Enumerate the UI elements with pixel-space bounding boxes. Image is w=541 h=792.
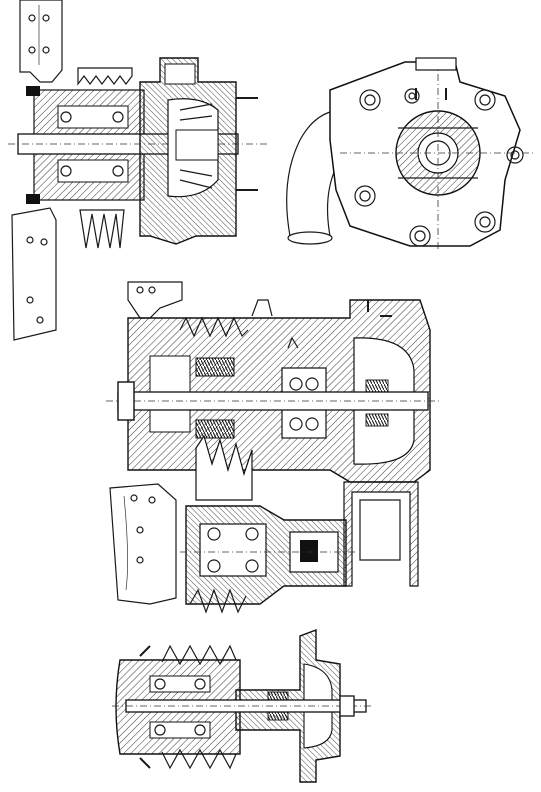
pump-small-section xyxy=(112,628,372,783)
upper-spring-seal xyxy=(195,357,235,377)
grease-fitting xyxy=(251,299,273,317)
lower-spring-seal xyxy=(195,419,235,439)
shaft-nut xyxy=(117,381,135,421)
mid-fan-bracket-top xyxy=(127,281,183,319)
pulley-grooves-top xyxy=(77,67,133,86)
inlet-elbow-outer xyxy=(286,111,331,237)
pump-front-view xyxy=(286,57,536,252)
small-drive-shaft xyxy=(125,699,367,713)
pump-section-with-idler xyxy=(106,281,440,614)
pump-side-section xyxy=(8,0,268,341)
support-bracket xyxy=(343,481,419,587)
idler-bearing xyxy=(199,523,267,577)
bolt-lug xyxy=(359,89,381,111)
fan-blade-bottom xyxy=(11,207,57,341)
fan-blade-top xyxy=(19,0,63,83)
mid-fan-blade xyxy=(109,483,177,605)
idler-pulley-grooves xyxy=(195,434,253,501)
outlet-flange xyxy=(415,57,457,71)
inlet-pipe-mouth xyxy=(287,231,333,245)
pulley-grooves-bottom xyxy=(79,209,125,249)
